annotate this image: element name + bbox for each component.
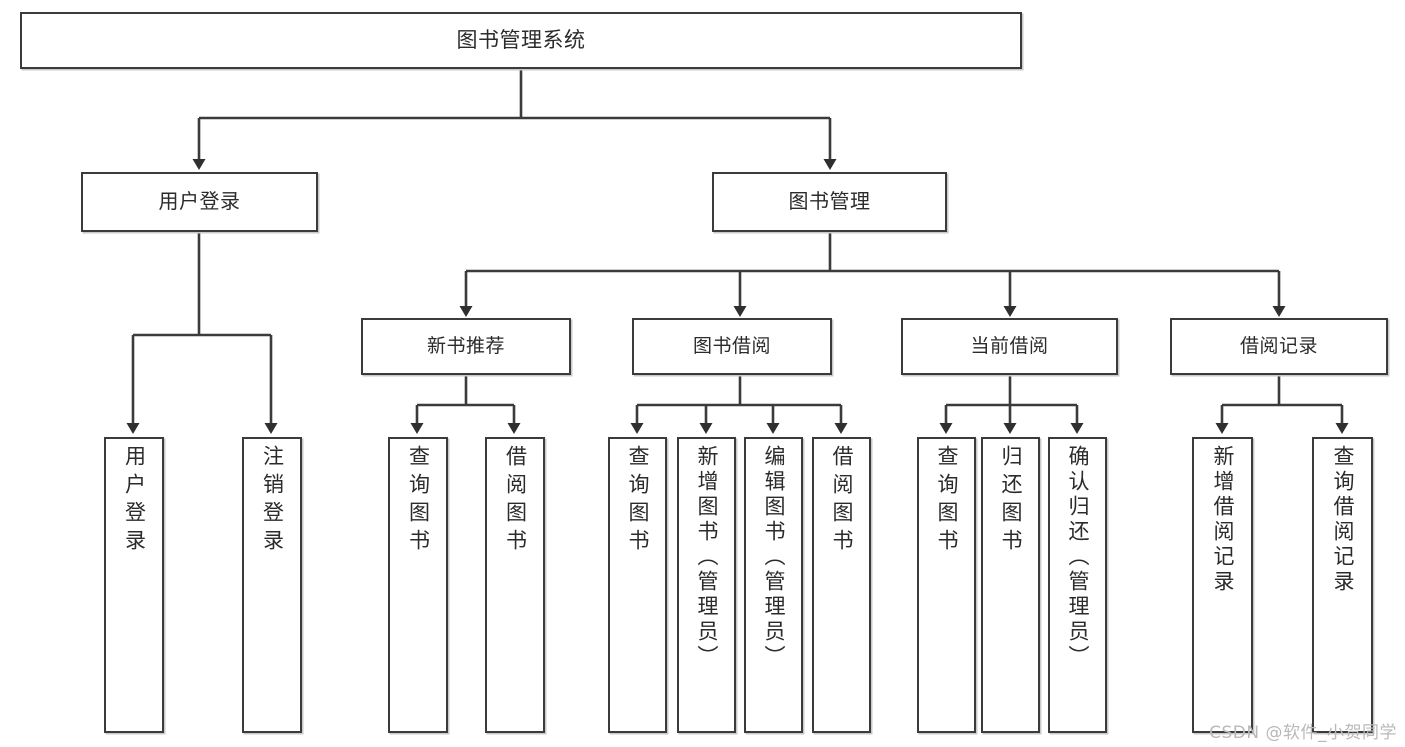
node-label: 新增借阅记录: [1211, 445, 1235, 595]
node-label: 查询图书: [406, 445, 431, 557]
node-label: 图书借阅: [692, 335, 771, 358]
node-label: 编辑图书（管理员）: [762, 445, 786, 670]
node-borrow-record[interactable]: 借阅记录: [1170, 318, 1388, 375]
node-label: 用户登录: [158, 189, 241, 214]
leaf-borrow-edit-book-admin[interactable]: 编辑图书（管理员）: [744, 437, 803, 733]
node-label: 图书管理: [788, 189, 871, 214]
node-label: 图书管理系统: [456, 28, 586, 53]
leaf-current-confirm-return-admin[interactable]: 确认归还（管理员）: [1048, 437, 1107, 733]
node-label: 借阅记录: [1239, 335, 1318, 358]
node-label: 当前借阅: [970, 335, 1049, 358]
leaf-borrow-borrow-book[interactable]: 借阅图书: [812, 437, 871, 733]
node-label: 借阅图书: [830, 445, 854, 557]
node-user-login[interactable]: 用户登录: [81, 172, 318, 232]
node-label: 用户登录: [122, 445, 147, 557]
node-label: 确认归还（管理员）: [1066, 445, 1090, 670]
leaf-logout-login[interactable]: 注销登录: [242, 437, 302, 733]
node-label: 归还图书: [999, 445, 1023, 557]
leaf-current-query-book[interactable]: 查询图书: [917, 437, 976, 733]
leaf-user-login[interactable]: 用户登录: [104, 437, 164, 733]
leaf-newbook-query-book[interactable]: 查询图书: [388, 437, 448, 733]
leaf-current-return-book[interactable]: 归还图书: [981, 437, 1040, 733]
leaf-borrow-add-book-admin[interactable]: 新增图书（管理员）: [677, 437, 736, 733]
node-label: 查询借阅记录: [1331, 445, 1355, 595]
node-label: 注销登录: [260, 445, 285, 557]
node-current-borrow[interactable]: 当前借阅: [901, 318, 1118, 375]
leaf-borrow-query-book[interactable]: 查询图书: [608, 437, 667, 733]
leaf-record-query-borrow-record[interactable]: 查询借阅记录: [1312, 437, 1373, 733]
node-book-borrow[interactable]: 图书借阅: [632, 318, 832, 375]
node-root-system[interactable]: 图书管理系统: [20, 12, 1022, 69]
leaf-newbook-borrow-book[interactable]: 借阅图书: [485, 437, 545, 733]
node-label: 新书推荐: [426, 335, 505, 358]
node-new-book-recommend[interactable]: 新书推荐: [361, 318, 571, 375]
node-label: 查询图书: [935, 445, 959, 557]
leaf-record-add-borrow-record[interactable]: 新增借阅记录: [1192, 437, 1253, 733]
node-book-management[interactable]: 图书管理: [712, 172, 947, 232]
node-label: 新增图书（管理员）: [695, 445, 719, 670]
node-label: 查询图书: [626, 445, 650, 557]
node-label: 借阅图书: [503, 445, 528, 557]
